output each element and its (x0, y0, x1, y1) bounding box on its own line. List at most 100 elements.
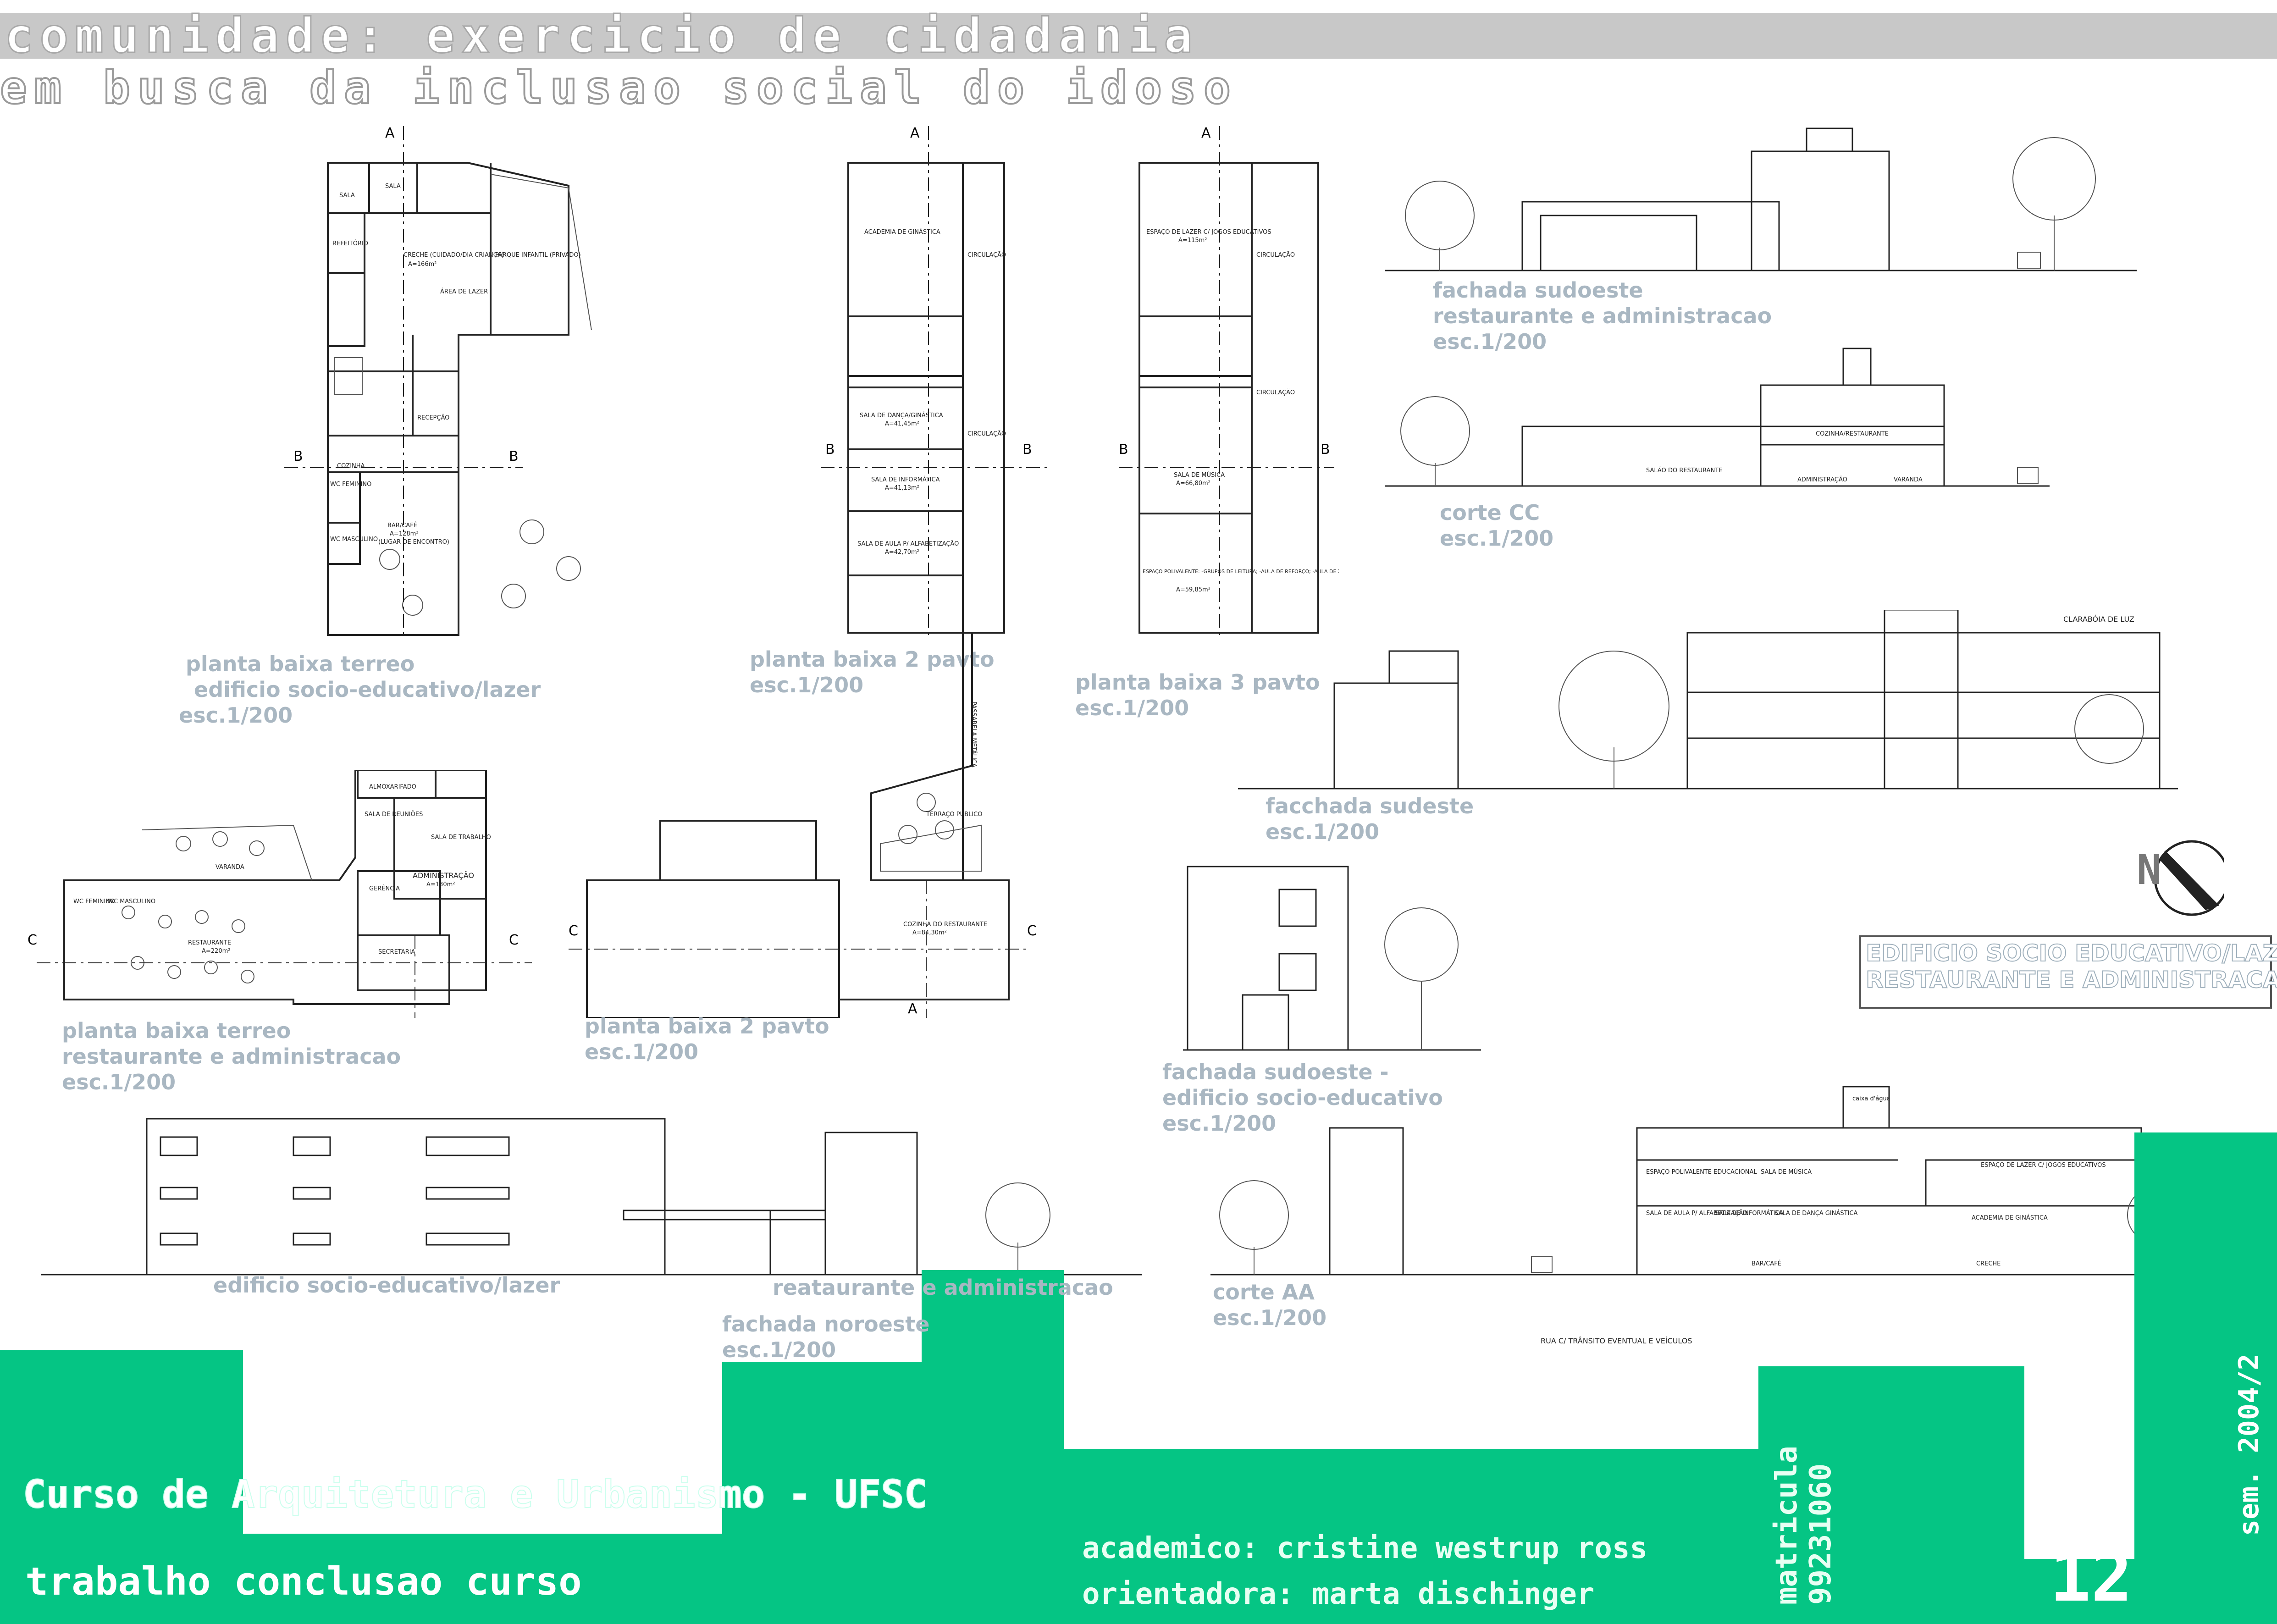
cut-mark-c2-left: C (569, 923, 578, 939)
room-informatica-area: A=41,13m² (885, 485, 919, 492)
footer-block-2 (0, 1534, 722, 1624)
room-danca-area: A=41,45m² (885, 420, 919, 427)
cut-mark-b3-left: B (1119, 442, 1128, 458)
room-aula-area: A=42,70m² (885, 549, 919, 556)
room-varanda: VARANDA (216, 864, 244, 871)
footer-block-1 (0, 1350, 243, 1534)
room-musica: SALA DE MÚSICA (1174, 471, 1225, 479)
room-gerencia: GERÊNCIA (369, 885, 400, 892)
caption-terreo-rest: planta baixa terreo restaurante e admini… (62, 1018, 401, 1094)
label-passarela: PASSARELA METÁLICA (970, 702, 978, 768)
caption-sudoeste-socio: fachada sudoeste - edificio socio-educat… (1162, 1060, 1443, 1136)
plan-3pavto-socio: A B B ESPAÇO DE LAZER C/ JOGOS EDUCATIVO… (1119, 125, 1339, 635)
room-recepcao: RECEPÇÃO (417, 414, 449, 421)
room-wc-m-rest: WC MASCULINO (108, 898, 155, 905)
footer-work: trabalho conclusao curso (25, 1559, 582, 1604)
cc-administracao: ADMINISTRAÇÃO (1797, 476, 1847, 483)
room-administracao: ADMINISTRAÇÃO (413, 871, 474, 880)
room-academia: ACADEMIA DE GINÁSTICA (864, 228, 940, 236)
north-arrow: N (2137, 834, 2230, 922)
room-restaurante-area: A=220m² (202, 948, 230, 955)
cc-varanda: VARANDA (1894, 476, 1923, 483)
room-bar-note: (LUGAR DE ENCONTRO) (378, 539, 449, 546)
caption-3pavto-socio: planta baixa 3 pavto esc.1/200 (1075, 670, 1320, 720)
sheet-number: 12 (2050, 1537, 2133, 1617)
room-parque: PARQUE INFANTIL (PRIVADO) (495, 252, 581, 259)
aa-musica: SALA DE MÚSICA (1761, 1168, 1812, 1176)
cut-mark-a4: A (908, 1001, 917, 1017)
room-circulacao-3: CIRCULAÇÃO (1256, 251, 1295, 259)
caption-noroeste-socio: edificio socio-educativo/lazer (213, 1273, 560, 1298)
matricula-label: matricula (1770, 1446, 1804, 1605)
footer-matricula: matricula 99231060 (1770, 1348, 1843, 1605)
caption-corte-aa: corte AA esc.1/200 (1213, 1280, 1327, 1330)
aa-danca: SALA DE DANÇA GINÁSTICA (1774, 1210, 1857, 1217)
footer-academic: academico: cristine westrup ross (1082, 1531, 1647, 1565)
elevation-sudoeste-rest (1385, 127, 2137, 271)
footer-semester: sem. 2004/2 (2233, 1353, 2265, 1536)
building-label-1: EDIFICIO SOCIO EDUCATIVO/LAZER (1865, 939, 2277, 967)
cut-mark-a: A (385, 125, 395, 141)
building-label-2: RESTAURANTE E ADMINISTRACAO (1865, 966, 2277, 994)
room-almoxarifado: ALMOXARIFADO (369, 784, 416, 790)
cut-mark-b-right: B (509, 448, 519, 464)
room-cozinha: COZINHA (337, 463, 365, 470)
room-musica-area: A=66,80m² (1176, 480, 1210, 487)
room-sala-2: SALA (385, 183, 401, 190)
building-label-box: EDIFICIO SOCIO EDUCATIVO/LAZER RESTAURAN… (1859, 935, 2277, 1009)
footer-block-3 (722, 1362, 922, 1624)
room-danca: SALA DE DANÇA/GINÁSTICA (860, 412, 943, 419)
section-aa: caixa d'água ESPAÇO POLIVALENTE EDUCACIO… (1210, 1086, 2196, 1345)
room-administracao-area: A=130m² (426, 881, 455, 888)
room-refeitorio: REFEITÓRIO (332, 240, 368, 247)
north-label: N (2137, 846, 2162, 894)
plan-2pavto-socio: A B B ACADEMIA DE GINÁSTICA CIRCULAÇÃO C… (821, 125, 1050, 635)
caption-terreo-socio: planta baixa terreo edificio socio-educa… (179, 652, 541, 728)
plan-terreo-socio: A B B SALA SALA CRECHE (CUIDADO/DIA CRIA… (284, 125, 592, 636)
cc-salao: SALÃO DO RESTAURANTE (1646, 467, 1722, 474)
room-area-lazer: ÁREA DE LAZER (440, 288, 488, 295)
room-espaco-lazer-area: A=115m² (1178, 237, 1207, 244)
aa-academia: ACADEMIA DE GINÁSTICA (1972, 1214, 2048, 1221)
room-espaco-lazer: ESPAÇO DE LAZER C/ JOGOS EDUCATIVOS (1146, 229, 1271, 236)
caption-sudoeste-rest: fachada sudoeste restaurante e administr… (1433, 278, 1772, 354)
plan-2pavto-rest: C C A PASSARELA METÁLICA TERRAÇO PÚBLICO… (569, 633, 1037, 1018)
room-bar-area: A=128m² (390, 530, 418, 537)
caption-sudeste: facchada sudeste esc.1/200 (1266, 794, 1474, 844)
room-wc-f-rest: WC FEMININO (73, 898, 115, 905)
caption-corte-cc: corte CC esc.1/200 (1440, 500, 1554, 551)
elevation-noroeste (41, 1118, 1142, 1276)
caption-2pavto-rest: planta baixa 2 pavto esc.1/200 (585, 1014, 829, 1064)
room-cozinha-rest: COZINHA DO RESTAURANTE (903, 921, 987, 928)
cut-mark-c-right: C (509, 932, 519, 948)
room-wc-f: WC FEMININO (330, 481, 371, 488)
room-informatica: SALA DE INFORMÁTICA (871, 476, 940, 483)
title-bar (0, 13, 2277, 59)
caption-noroeste-rest: reataurante e administracao (773, 1275, 1113, 1300)
section-cc: COZINHA/RESTAURANTE SALÃO DO RESTAURANTE… (1385, 348, 2050, 487)
caption-noroeste: fachada noroeste esc.1/200 (722, 1312, 930, 1362)
aa-creche: CRECHE (1976, 1260, 2001, 1267)
room-wc-m: WC MASCULINO (330, 536, 378, 543)
footer-block-8 (2134, 1132, 2277, 1624)
room-creche-area: A=166m² (408, 261, 437, 268)
room-circulacao-4: CIRCULAÇÃO (1256, 389, 1295, 396)
cut-mark-b3-right: B (1321, 442, 1330, 458)
room-secretaria: SECRETARIA (378, 949, 415, 956)
elevation-sudoeste-socio (1183, 866, 1481, 1051)
room-bar: BAR/CAFÉ (387, 522, 417, 529)
room-terraco: TERRAÇO PÚBLICO (926, 811, 982, 818)
aa-polivalente: ESPAÇO POLIVALENTE EDUCACIONAL (1646, 1169, 1757, 1176)
cut-mark-c-left: C (28, 932, 37, 948)
sudeste-claraboia: CLARABÓIA DE LUZ (2063, 615, 2134, 624)
page-title: comunidade: exercicio de cidadania (4, 8, 1199, 64)
room-restaurante: RESTAURANTE (188, 939, 231, 946)
room-creche: CRECHE (CUIDADO/DIA CRIANÇA) (403, 252, 504, 259)
cut-mark-c2-right: C (1027, 923, 1037, 939)
cut-mark-b2-left: B (825, 442, 835, 458)
page-subtitle: em busca da inclusao social do idoso (0, 61, 1238, 115)
footer-advisor: orientadora: marta dischinger (1082, 1577, 1595, 1611)
room-aula: SALA DE AULA P/ ALFABETIZAÇÃO (857, 540, 959, 547)
elevation-sudeste: CLARABÓIA DE LUZ RUA C/ TRÂNSITO EVENTUA… (1238, 610, 2178, 790)
room-sala-1: SALA (339, 192, 355, 199)
